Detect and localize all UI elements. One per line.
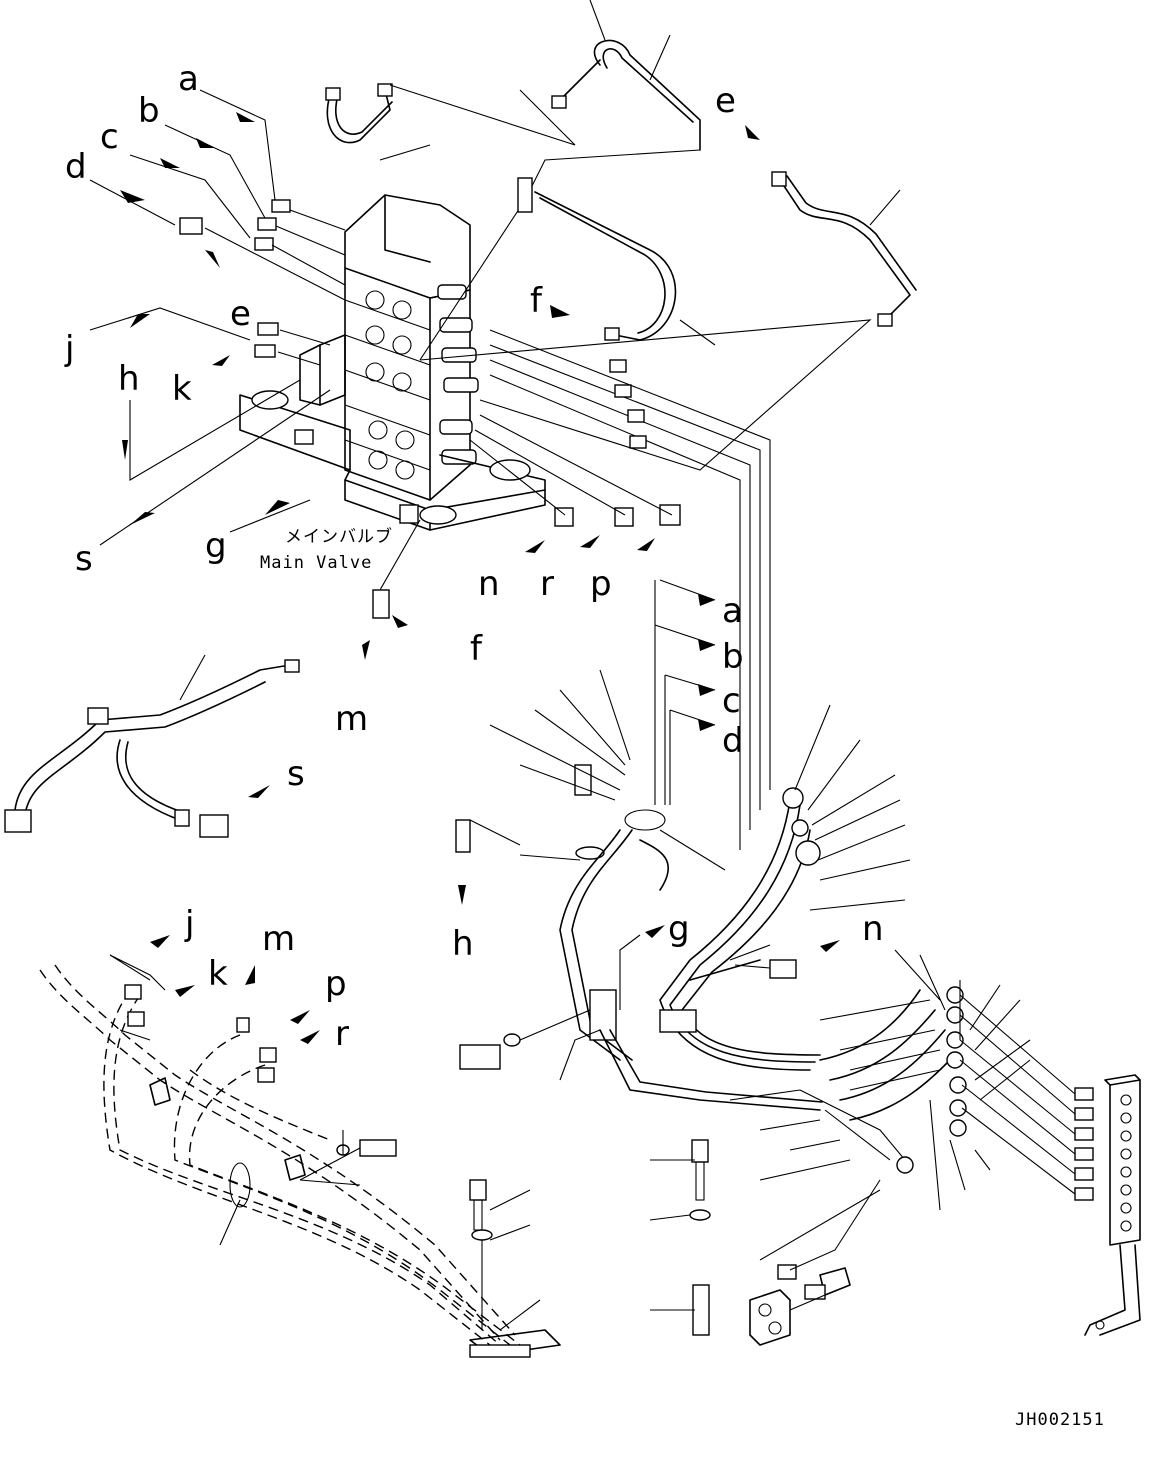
arrowheads xyxy=(120,112,840,1044)
main-valve-label-jp: メインバルブ xyxy=(285,526,393,547)
label-a-top: a xyxy=(178,59,199,99)
main-valve-assembly xyxy=(239,194,546,531)
label-f-mid: f xyxy=(470,629,483,669)
label-s-top: s xyxy=(75,539,93,579)
label-j-top: j xyxy=(64,329,74,369)
label-r-top: r xyxy=(540,564,554,604)
label-a-right: a xyxy=(722,591,743,631)
label-g-top: g xyxy=(205,526,227,566)
label-j-left: j xyxy=(184,904,194,944)
label-d-right: d xyxy=(722,721,744,761)
label-m-left: m xyxy=(262,919,295,959)
label-h-right: h xyxy=(452,924,474,964)
label-b-top: b xyxy=(138,91,160,131)
label-n-right: n xyxy=(862,909,884,949)
labels-top: a b c d e e f j h k s g n r p f m メインバルブ… xyxy=(64,59,736,739)
bottom-right-blocks xyxy=(749,1179,881,1346)
label-k-top: k xyxy=(172,369,192,409)
label-g-right: g xyxy=(668,909,690,949)
leader-lines xyxy=(89,89,1031,1331)
upper-right-pipe xyxy=(389,0,917,471)
label-m-top: m xyxy=(335,699,368,739)
top-hose-loop xyxy=(325,83,431,161)
label-h-top: h xyxy=(118,359,140,399)
right-manifold xyxy=(959,994,1141,1336)
label-c-right: c xyxy=(722,681,741,721)
valve-inlet-fittings xyxy=(179,199,681,619)
label-n-top: n xyxy=(478,564,500,604)
label-s-left: s xyxy=(287,754,305,794)
left-hose-s xyxy=(4,654,300,838)
main-valve-label-en: Main Valve xyxy=(260,553,372,573)
label-b-right: b xyxy=(722,637,744,677)
label-e-top-right: e xyxy=(715,81,736,121)
labels-right: a b c d h g n xyxy=(452,591,884,964)
valve-to-right-tubes xyxy=(489,329,771,850)
label-p-left: p xyxy=(325,964,347,1004)
label-r-left: r xyxy=(335,1014,349,1054)
right-bundle xyxy=(659,787,967,1174)
label-e-left: e xyxy=(230,294,251,334)
label-p-top: p xyxy=(590,564,612,604)
label-k-left: k xyxy=(208,954,228,994)
label-c-top: c xyxy=(100,117,119,157)
label-d-top: d xyxy=(65,147,87,187)
center-clamp-bundle xyxy=(455,764,823,1111)
fastener-set xyxy=(469,1139,711,1336)
label-f-top: f xyxy=(530,281,543,321)
lower-left-bundle xyxy=(39,964,561,1358)
drawing-code: JH002151 xyxy=(1015,1410,1105,1430)
labels-left: s j k m p r xyxy=(184,754,349,1054)
